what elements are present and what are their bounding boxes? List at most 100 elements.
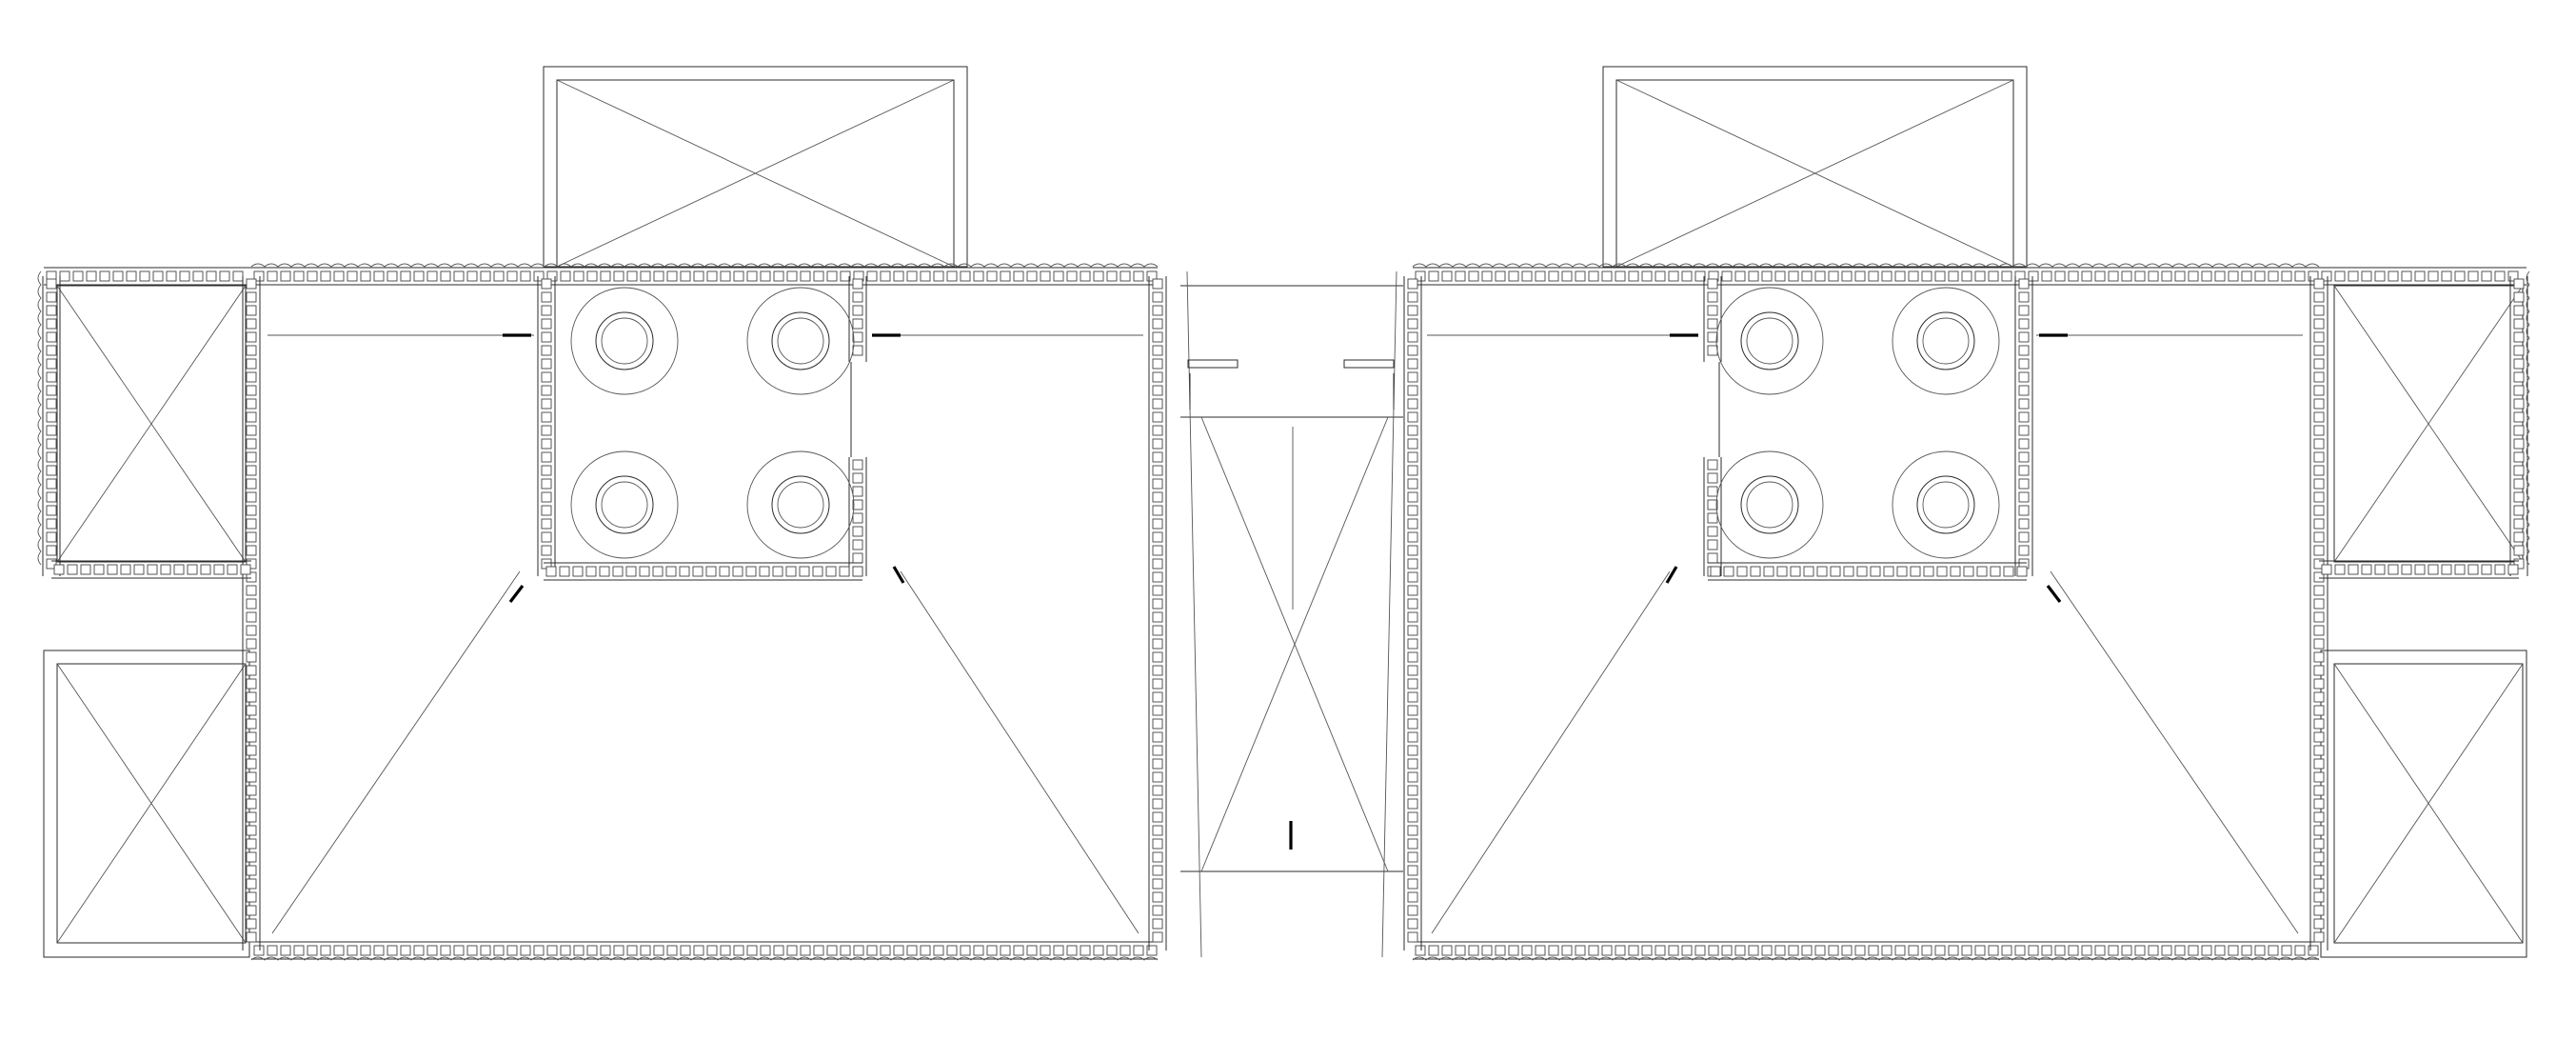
left-unit-bottom-wall-bead [386,945,398,956]
left-unit-side-bottom-wall-bead [240,564,251,575]
left-unit-end-wall-bead [46,545,57,556]
left-unit-end-wall-bead [46,558,57,570]
left-unit-inner-wall-bead [246,318,257,330]
left-unit-outer-wall-bead [1152,905,1163,916]
left-unit-outer-wall-bead [1152,891,1163,903]
left-unit-bottom-wall-bead [880,945,891,956]
right-unit-bottom-wall-bead [2054,945,2066,956]
left-unit-top-wall-bead [320,270,331,282]
right-unit-inner-wall-bead [2313,598,2325,610]
left-unit-cooktop-bottom-wall-bead [612,566,624,577]
right-unit-cooktop-left-wall-bead [2018,425,2030,436]
left-unit-outer-wall-bead [1152,318,1163,330]
left-unit-top-wall-bead [1040,270,1051,282]
right-unit-outer-wall-bead [1407,931,1418,943]
left-unit-outer-wall-bead [1152,305,1163,316]
right-unit-cooktop-bottom-wall-bead [1803,566,1814,577]
right-unit-upper-side-wall-bead [2361,270,2372,282]
left-unit-outer-wall-bead [1152,385,1163,396]
left-unit-top-wall-bead [280,270,291,282]
left-unit-inner-wall-bead [246,331,257,343]
left-unit-outer-wall-bead [1152,478,1163,490]
left-unit-end-wall-bead [46,518,57,530]
right-unit-top-wall-bead [2161,270,2172,282]
right-unit-top-wall-bead [1841,270,1853,282]
right-unit-bottom-wall-bead [2094,945,2106,956]
left-unit-end-wall-bead [46,491,57,503]
left-unit-bottom-wall-bead [253,945,265,956]
left-unit-outer-wall-bead [1152,545,1163,556]
right-unit-cooktop-left-wall-bead [2018,531,2030,543]
right-unit-top-wall-bead [1468,270,1479,282]
left-unit-cooktop-left-wall-bead [541,345,552,356]
right-unit-outer-wall-bead [1407,878,1418,890]
right-unit-outer-wall-bead [1407,505,1418,516]
left-unit-outer-wall-bead [1152,358,1163,370]
right-unit-top-wall-bead [1788,270,1799,282]
left-unit-outer-wall-bead [1152,798,1163,810]
right-unit-bottom-wall-bead [1468,945,1479,956]
left-unit-inner-wall-bead [246,878,257,890]
left-unit-top-wall-bead [720,270,731,282]
right-unit-marker [2046,585,2062,603]
right-unit-bottom-wall-bead [1455,945,1466,956]
left-unit-inner-wall-bead [246,611,257,623]
right-unit-inner-wall-bead [2313,345,2325,356]
right-unit-inner-wall-bead [2313,398,2325,410]
right-unit-outer-wall-bead [1407,598,1418,610]
left-unit-outer-wall-bead [1152,371,1163,383]
right-unit-inner-wall-bead [2313,625,2325,636]
left-unit-bottom-wall-scallop [250,956,1159,961]
right-unit-bottom-wall-bead [2068,945,2079,956]
right-unit-end-wall-bead [2513,531,2525,543]
left-unit-bottom-wall-bead [453,945,465,956]
right-unit-cooktop-left-wall-bead [2018,518,2030,530]
left-unit-cooktop-left-wall-bead [541,465,552,476]
left-unit-outer-wall-bead [1152,505,1163,516]
left-unit-top-wall-bead [600,270,611,282]
left-unit-end-wall-bead [46,398,57,410]
left-unit-bottom-wall-bead [280,945,291,956]
right-unit-burner-top-left-inner-ring [1922,317,1970,365]
left-unit-outer-wall-bead [1152,398,1163,410]
right-unit-inner-wall-bead [2313,811,2325,823]
right-unit-end-wall-bead [2513,465,2525,476]
right-unit-upper-side-wall-bead [2414,270,2426,282]
left-unit-inner-wall-bead [246,385,257,396]
right-unit-outer-wall-bead [1407,705,1418,716]
left-unit-outer-wall-bead [1152,918,1163,930]
left-unit-cooktop-left-wall-bead [541,358,552,370]
right-unit-outer-wall-bead [1407,371,1418,383]
right-unit-bottom-wall-bead [1988,945,1999,956]
right-unit-outer-wall-bead [1407,571,1418,583]
left-unit-bottom-wall-bead [893,945,904,956]
right-unit-cooktop-bottom-wall-bead [1723,566,1734,577]
left-unit-bottom-wall-bead [960,945,971,956]
left-unit-top-wall-bead [906,270,918,282]
left-unit-end-wall-bead [46,451,57,463]
left-unit-cooktop-bottom-wall-bead [639,566,650,577]
left-unit-inner-wall-bead [246,651,257,663]
left-unit-top-box-frame [556,79,955,268]
left-unit-top-wall-bead [1120,270,1131,282]
left-unit-upper-side-wall-bead [152,270,164,282]
right-unit-top-wall-bead [2054,270,2066,282]
right-unit-bottom-wall-bead [1548,945,1559,956]
right-unit-bottom-wall-bead [1521,945,1533,956]
right-unit-top-wall-bead [1934,270,1946,282]
left-unit-outer-wall-bead [1152,771,1163,783]
left-unit-inner-wall-bead [246,478,257,490]
right-unit-top-wall-bead [1588,270,1599,282]
right-unit-side-bottom-wall-bead [2361,564,2372,575]
right-unit-bottom-wall-bead [1694,945,1706,956]
right-unit-cooktop-bottom-wall-bead [1990,566,2001,577]
right-unit-inner-wall-bead [2313,691,2325,703]
right-unit-side-bottom-wall-bead [2414,564,2426,575]
left-unit-side-bottom-wall-bead [187,564,198,575]
right-unit-outer-wall-bead [1407,625,1418,636]
right-unit-bottom-wall-bead [1575,945,1586,956]
left-unit-end-wall-bead [46,438,57,450]
left-unit-bottom-wall-bead [640,945,651,956]
left-unit-top-wall-bead [360,270,371,282]
left-unit-top-wall-bead [746,270,758,282]
